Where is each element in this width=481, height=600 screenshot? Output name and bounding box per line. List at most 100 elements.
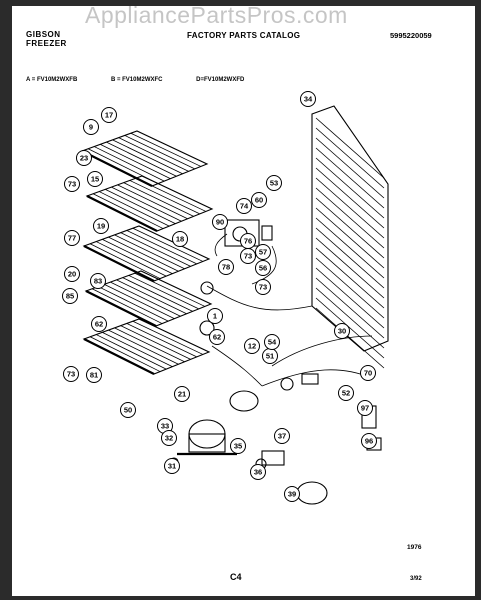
part-callout-12: 12 xyxy=(244,338,260,354)
svg-text:85: 85 xyxy=(66,292,74,301)
part-callout-52: 52 xyxy=(338,385,354,401)
part-callout-73: 73 xyxy=(64,176,80,192)
part-callout-96: 96 xyxy=(361,433,377,449)
part-callout-74: 74 xyxy=(236,198,252,214)
svg-text:60: 60 xyxy=(255,196,263,205)
part-callout-21: 21 xyxy=(174,386,190,402)
svg-text:70: 70 xyxy=(364,369,372,378)
svg-text:78: 78 xyxy=(222,263,230,272)
part-callout-23: 23 xyxy=(76,150,92,166)
exploded-parts-diagram: 34 17 9 23 15 73 53 74 60 90 19 18 76 77 73 57 56 78 83 20 7… xyxy=(62,91,389,505)
part-callout-20: 20 xyxy=(64,266,80,282)
svg-text:39: 39 xyxy=(288,490,296,499)
part-callout-77: 77 xyxy=(64,230,80,246)
part-callout-35: 35 xyxy=(230,438,246,454)
refrigerant-tubing xyxy=(206,233,373,387)
part-callout-73: 73 xyxy=(255,279,271,295)
part-callout-31: 31 xyxy=(164,458,180,474)
part-callout-54: 54 xyxy=(264,334,280,350)
part-callout-30: 30 xyxy=(334,323,350,339)
svg-text:50: 50 xyxy=(124,406,132,415)
svg-text:90: 90 xyxy=(216,218,224,227)
catalog-title: FACTORY PARTS CATALOG xyxy=(187,31,301,40)
svg-text:15: 15 xyxy=(91,175,99,184)
part-callout-73: 73 xyxy=(240,248,256,264)
svg-text:73: 73 xyxy=(68,180,76,189)
model-a: A = FV10M2WXFB xyxy=(26,77,78,83)
part-callout-78: 78 xyxy=(218,259,234,275)
part-callout-36: 36 xyxy=(250,464,266,480)
svg-text:33: 33 xyxy=(161,422,169,431)
svg-text:31: 31 xyxy=(168,462,176,471)
part-callout-62: 62 xyxy=(209,329,225,345)
page-number: C4 xyxy=(230,572,242,582)
svg-text:21: 21 xyxy=(178,390,186,399)
catalog-number: 5995220059 xyxy=(390,31,432,40)
svg-text:57: 57 xyxy=(259,248,267,257)
issue-date: 3/92 xyxy=(410,576,422,582)
part-callout-73: 73 xyxy=(63,366,79,382)
wire-shelf xyxy=(82,225,211,282)
compressor xyxy=(177,419,237,456)
part-callout-76: 76 xyxy=(240,233,256,249)
svg-text:36: 36 xyxy=(254,468,262,477)
svg-text:62: 62 xyxy=(213,333,221,342)
svg-text:12: 12 xyxy=(248,342,256,351)
svg-text:34: 34 xyxy=(304,95,313,104)
part-callout-17: 17 xyxy=(101,107,117,123)
wire-shelf xyxy=(80,130,209,187)
svg-text:32: 32 xyxy=(165,434,173,443)
part-callout-39: 39 xyxy=(284,486,300,502)
part-callout-51: 51 xyxy=(262,348,278,364)
svg-text:83: 83 xyxy=(94,277,102,286)
part-callout-32: 32 xyxy=(161,430,177,446)
svg-text:81: 81 xyxy=(90,371,98,380)
svg-text:56: 56 xyxy=(259,264,267,273)
svg-text:52: 52 xyxy=(342,389,350,398)
part-callout-62: 62 xyxy=(91,316,107,332)
svg-text:53: 53 xyxy=(270,179,278,188)
svg-text:96: 96 xyxy=(365,437,373,446)
svg-text:19: 19 xyxy=(97,222,105,231)
svg-text:54: 54 xyxy=(268,338,277,347)
svg-text:74: 74 xyxy=(240,202,249,211)
part-callout-81: 81 xyxy=(86,367,102,383)
shelf-stack xyxy=(80,130,214,375)
part-callout-97: 97 xyxy=(357,400,373,416)
svg-text:73: 73 xyxy=(67,370,75,379)
svg-text:30: 30 xyxy=(338,327,346,336)
svg-text:17: 17 xyxy=(105,111,113,120)
svg-text:77: 77 xyxy=(68,234,76,243)
part-callout-37: 37 xyxy=(274,428,290,444)
part-callout-9: 9 xyxy=(83,119,99,135)
part-callout-34: 34 xyxy=(300,91,316,107)
part-callout-60: 60 xyxy=(251,192,267,208)
parts-catalog-sheet: GIBSON FREEZER FACTORY PARTS CATALOG 599… xyxy=(12,6,475,596)
part-callout-50: 50 xyxy=(120,402,136,418)
part-callout-18: 18 xyxy=(172,231,188,247)
brand-line-2: FREEZER xyxy=(26,39,67,48)
part-callout-15: 15 xyxy=(87,171,103,187)
part-callout-57: 57 xyxy=(255,244,271,260)
svg-text:73: 73 xyxy=(244,252,252,261)
svg-text:35: 35 xyxy=(234,442,242,451)
part-callout-70: 70 xyxy=(360,365,376,381)
part-callout-90: 90 xyxy=(212,214,228,230)
svg-text:37: 37 xyxy=(278,432,286,441)
svg-text:9: 9 xyxy=(89,123,93,132)
part-callout-53: 53 xyxy=(266,175,282,191)
svg-text:51: 51 xyxy=(266,352,274,361)
svg-text:73: 73 xyxy=(259,283,267,292)
watermark-text: AppliancePartsPros.com xyxy=(85,2,348,28)
part-callout-56: 56 xyxy=(255,260,271,276)
wire-shelf xyxy=(84,270,213,327)
svg-text:62: 62 xyxy=(95,320,103,329)
part-callout-85: 85 xyxy=(62,288,78,304)
svg-text:23: 23 xyxy=(80,154,88,163)
svg-text:20: 20 xyxy=(68,270,76,279)
model-d: D=FV10M2WXFD xyxy=(196,77,245,83)
svg-text:18: 18 xyxy=(176,235,184,244)
part-callout-1: 1 xyxy=(207,308,223,324)
model-list: A = FV10M2WXFB B = FV10M2WXFC D=FV10M2WX… xyxy=(26,77,276,83)
year-code: 1976 xyxy=(407,544,422,551)
